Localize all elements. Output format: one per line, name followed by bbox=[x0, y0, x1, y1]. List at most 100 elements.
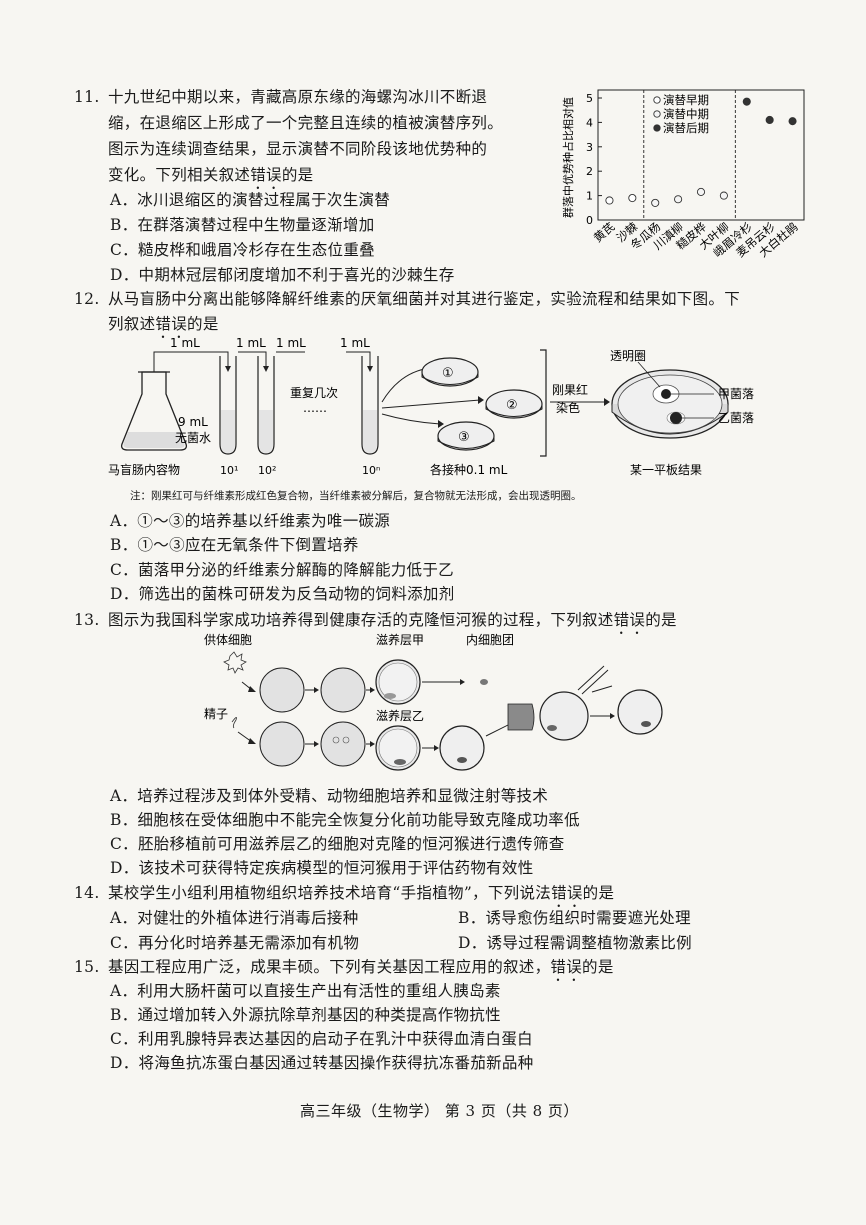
colony-a-label: 甲菌落 bbox=[718, 387, 754, 401]
vol-label-3: 1 mL bbox=[276, 336, 306, 350]
q11-stem-line-4: 变化。下列相关叙述错误的是 bbox=[108, 166, 314, 184]
isolation-diagram: 1 mL 1 mL 1 mL 1 mL 9 mL 无菌水 重复几次 …… 马盲肠… bbox=[108, 336, 754, 477]
result-plate bbox=[611, 361, 729, 439]
result-embryo bbox=[617, 689, 663, 735]
q15-option-b[interactable]: B．通过增加转入外源抗除草剂基因的种类提高作物抗性 bbox=[110, 1006, 501, 1024]
sperm-label: 精子 bbox=[204, 707, 228, 721]
q15-stem: 基因工程应用广泛，成果丰硕。下列有关基因工程应用的叙述，错误的是 bbox=[108, 958, 614, 976]
q14-number: 14. bbox=[74, 884, 100, 902]
q12-stem-line-2: 列叙述错误的是 bbox=[108, 315, 219, 333]
legend-label: 演替早期 bbox=[663, 93, 709, 107]
q13-option-c[interactable]: C．胚胎移植前可用滋养层乙的细胞对克隆的恒河猴进行遗传筛查 bbox=[110, 835, 565, 853]
q13-option-d[interactable]: D．该技术可获得特定疾病模型的恒河猴用于评估药物有效性 bbox=[110, 859, 534, 877]
stain-label-1: 刚果红 bbox=[552, 382, 588, 397]
q13-option-b[interactable]: B．细胞核在受体细胞中不能完全恢复分化前功能导致克隆成功率低 bbox=[110, 811, 580, 829]
y-axis-label: 群落中优势种占比相对值 bbox=[561, 97, 575, 218]
vol-label-1: 1 mL bbox=[170, 336, 200, 350]
icm-label: 内细胞团 bbox=[466, 633, 514, 647]
chart-frame bbox=[597, 89, 805, 221]
q13-option-a[interactable]: A．培养过程涉及到体外受精、动物细胞培养和显微注射等技术 bbox=[110, 787, 549, 805]
q11-stem-line-1: 十九世纪中期以来，青藏高原东缘的海螺沟冰川不断退 bbox=[108, 88, 488, 106]
y-tick-label: 4 bbox=[586, 116, 593, 129]
q11-option-d[interactable]: D．中期林冠层郁闭度增加不利于喜光的沙棘生存 bbox=[110, 266, 455, 284]
tube-2 bbox=[257, 356, 275, 455]
inoculate-label: 各接种0.1 mL bbox=[430, 462, 508, 477]
reconstructed-embryo bbox=[539, 691, 589, 741]
q12-option-b[interactable]: B．①～③应在无氧条件下倒置培养 bbox=[110, 536, 359, 554]
q15-option-d[interactable]: D．将海鱼抗冻蛋白基因通过转基因操作获得抗冻番茄新品种 bbox=[110, 1054, 534, 1072]
result-label: 某一平板结果 bbox=[630, 463, 702, 477]
data-point bbox=[719, 191, 728, 200]
data-point bbox=[628, 193, 637, 203]
q14-option-a[interactable]: A．对健壮的外植体进行消毒后接种 bbox=[110, 909, 359, 927]
q14-option-d[interactable]: D．诱导过程需调整植物激素比例 bbox=[458, 934, 692, 952]
repeat-dots: …… bbox=[303, 401, 327, 415]
flask-label: 马盲肠内容物 bbox=[108, 462, 180, 477]
plate-3 bbox=[437, 421, 495, 451]
q15-option-a[interactable]: A．利用大肠杆菌可以直接生产出有活性的重组人胰岛素 bbox=[110, 982, 501, 1000]
q11-option-b[interactable]: B．在群落演替过程中生物量逐渐增加 bbox=[110, 216, 375, 234]
water-label-2: 无菌水 bbox=[175, 431, 211, 445]
data-point bbox=[788, 117, 797, 126]
colony-a-mark bbox=[661, 389, 671, 399]
plate-label-1: ① bbox=[442, 366, 454, 381]
layer-a-label: 滋养层甲 bbox=[376, 632, 424, 647]
q15-option-c[interactable]: C．利用乳腺特异表达基因的启动子在乳汁中获得血清白蛋白 bbox=[110, 1030, 533, 1048]
vol-label-2: 1 mL bbox=[236, 336, 266, 350]
donor-label: 供体细胞 bbox=[204, 633, 252, 647]
q11-stem-line-2: 缩，在退缩区上形成了一个完整且连续的植被演替序列。 bbox=[108, 114, 504, 132]
q12-option-d[interactable]: D．筛选出的菌株可研发为反刍动物的饲料添加剂 bbox=[110, 585, 455, 603]
y-tick-label: 1 bbox=[586, 190, 593, 203]
y-tick-label: 3 bbox=[586, 141, 593, 154]
layer-b-label: 滋养层乙 bbox=[376, 708, 424, 723]
tube-label-n: 10ⁿ bbox=[362, 464, 380, 477]
q12-option-a[interactable]: A．①～③的培养基以纤维素为唯一碳源 bbox=[110, 512, 391, 530]
y-tick-label: 0 bbox=[586, 214, 593, 227]
q13-number: 13. bbox=[74, 611, 100, 629]
q14-option-b[interactable]: B．诱导愈伤组织时需要遮光处理 bbox=[458, 909, 691, 927]
blastocyst-b bbox=[375, 725, 421, 771]
data-point bbox=[696, 187, 706, 196]
data-point bbox=[674, 195, 683, 204]
repeat-label: 重复几次 bbox=[290, 386, 338, 400]
q12-note: 注：刚果红可与纤维素形成红色复合物，当纤维素被分解后，复合物就无法形成，会出现透… bbox=[130, 490, 582, 502]
data-point bbox=[742, 97, 751, 106]
legend-marker bbox=[653, 110, 661, 118]
q11-option-c[interactable]: C．糙皮桦和峨眉冷杉存在生态位重叠 bbox=[110, 241, 375, 259]
q11-number: 11. bbox=[74, 88, 100, 106]
q14-option-c[interactable]: C．再分化时培养基无需添加有机物 bbox=[110, 934, 360, 952]
tube-n bbox=[361, 356, 379, 455]
data-point bbox=[765, 115, 774, 125]
q12-number: 12. bbox=[74, 290, 100, 308]
plate-label-2: ② bbox=[506, 398, 518, 413]
water-label-1: 9 mL bbox=[178, 415, 208, 429]
cloning-diagram: 供体细胞 精子 滋养层甲 滋养层乙 内细胞团 bbox=[204, 632, 663, 771]
tube-1 bbox=[219, 356, 237, 455]
halo-label: 透明圈 bbox=[610, 349, 646, 363]
legend-marker bbox=[653, 96, 661, 104]
blastocyst-a bbox=[375, 659, 421, 705]
legend-label: 演替后期 bbox=[663, 121, 709, 135]
tube-label-1: 10¹ bbox=[220, 464, 238, 477]
q11-option-a[interactable]: A．冰川退缩区的演替过程属于次生演替 bbox=[110, 191, 391, 209]
page-footer: 高三年级（生物学） 第 3 页（共 8 页） bbox=[300, 1102, 579, 1120]
tube-label-2: 10² bbox=[258, 464, 276, 477]
data-point bbox=[651, 198, 660, 207]
q12-option-c[interactable]: C．菌落甲分泌的纤维素分解酶的降解能力低于乙 bbox=[110, 561, 454, 579]
colony-b-label: 乙菌落 bbox=[718, 411, 754, 425]
data-point bbox=[605, 196, 614, 205]
y-tick-label: 2 bbox=[586, 165, 593, 178]
plate-1 bbox=[421, 357, 479, 387]
category-label: 黄芪 bbox=[591, 220, 618, 246]
q12-stem-line-1: 从马盲肠中分离出能够降解纤维素的厌氧细菌并对其进行鉴定，实验流程和结果如下图。下 bbox=[108, 290, 741, 308]
legend-marker bbox=[653, 124, 661, 132]
vol-label-4: 1 mL bbox=[340, 336, 370, 350]
plate-2 bbox=[485, 389, 543, 419]
colony-b-mark bbox=[670, 412, 682, 424]
q13-stem: 图示为我国科学家成功培养得到健康存活的克隆恒河猴的过程，下列叙述错误的是 bbox=[108, 611, 677, 629]
y-tick-label: 5 bbox=[586, 92, 593, 105]
stain-label-2: 染色 bbox=[556, 400, 580, 415]
donor-cell-icon bbox=[223, 651, 247, 674]
q11-stem-line-3: 图示为连续调查结果，显示演替不同阶段该地优势种的 bbox=[108, 140, 488, 158]
